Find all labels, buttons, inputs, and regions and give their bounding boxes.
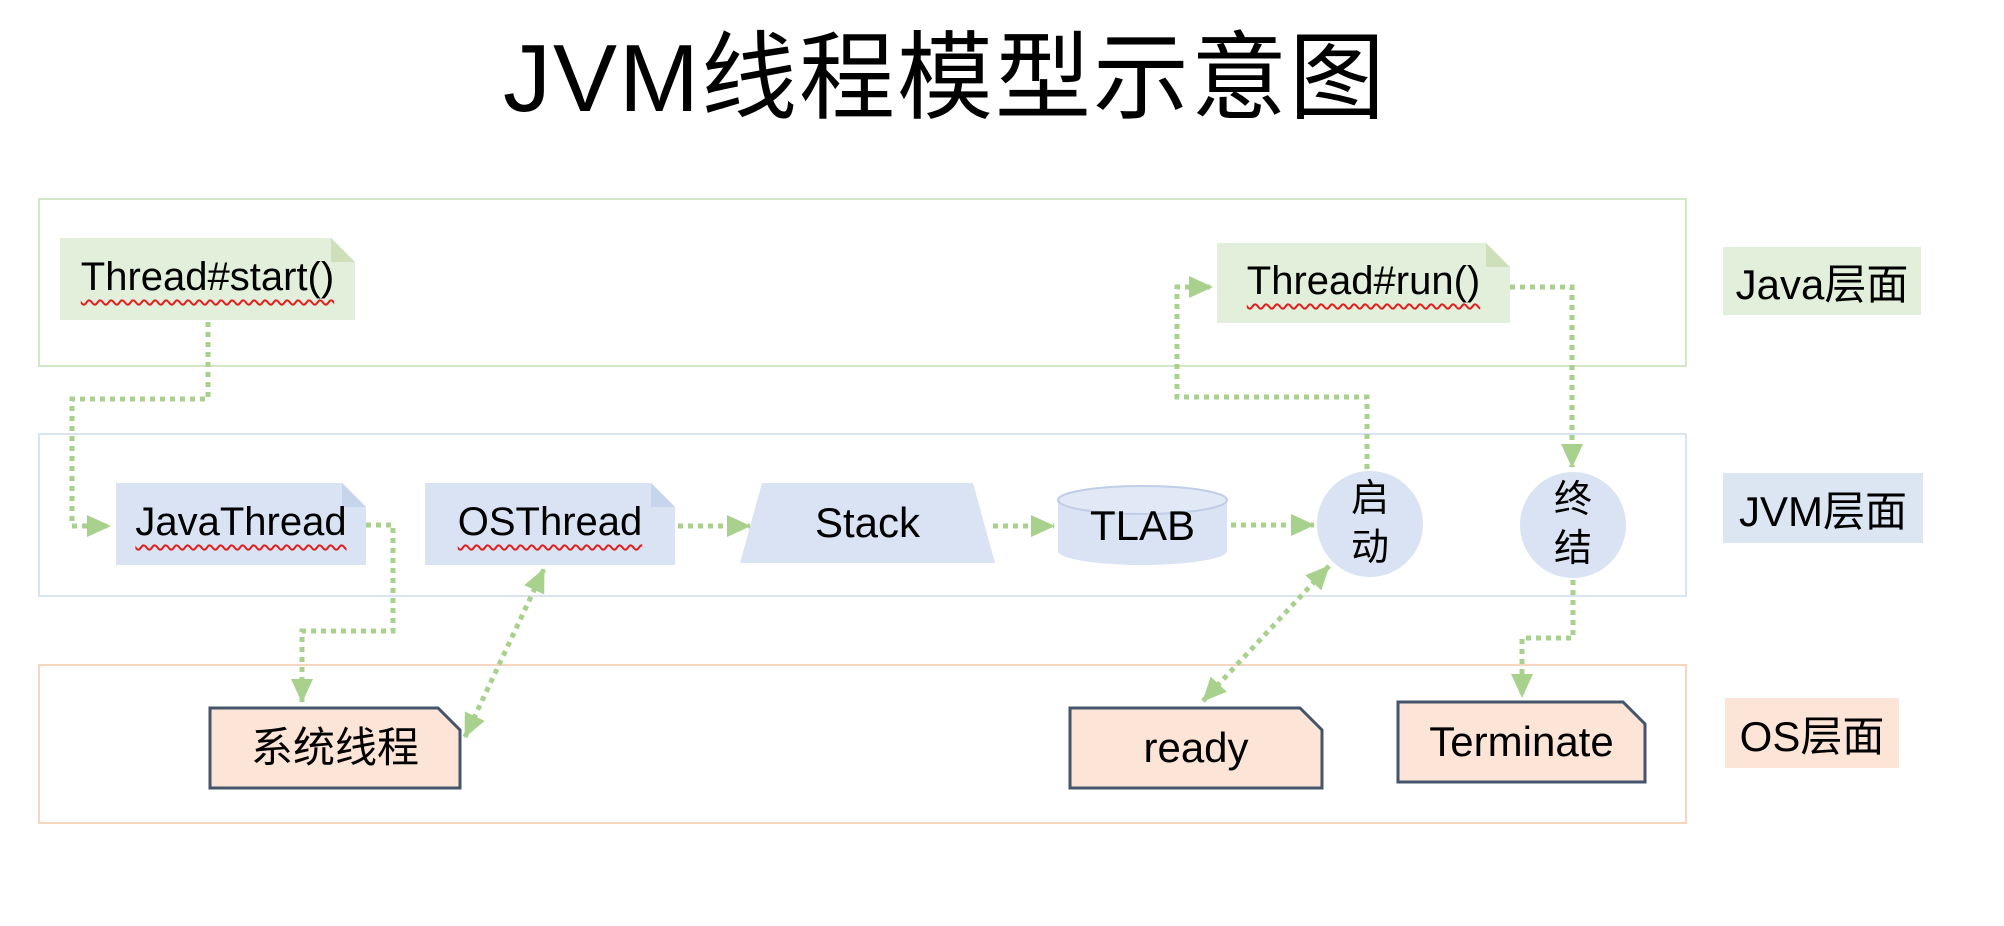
edge-qidong-to-threadrun [1174,276,1370,469]
layer-label-os: OS层面 [1725,698,1899,768]
ready-shape [1068,706,1324,790]
qidong-label: 启动 [1350,477,1389,569]
os-layer-band [38,664,1687,824]
thread-run-text: Thread#run() [1246,259,1481,303]
edge-threadstart-to-javathread [69,322,211,537]
thread-start-label: Thread#start() [60,236,355,318]
tlab-cylinder-shape [1057,485,1228,565]
terminate-shape [1396,700,1647,784]
zhongjie-circle-shape [1520,472,1626,578]
zhongjie-label: 终结 [1553,478,1592,570]
thread-run-shape [1217,243,1510,323]
java-layer-band [38,198,1687,367]
layer-label-java: Java层面 [1723,247,1921,315]
qidong-circle-shape [1317,471,1423,577]
systemthread-shape [208,706,462,790]
thread-run-label: Thread#run() [1217,241,1510,321]
edge-qidong-ready-bidirectional [1201,564,1331,703]
jvm-layer-band [38,433,1687,597]
thread-start-text: Thread#start() [80,255,335,299]
thread-start-shape [60,238,355,320]
systemthread-label: 系统线程 [250,723,419,771]
javathread-shape [116,483,366,565]
javathread-label: JavaThread [116,481,366,563]
layer-label-jvm: JVM层面 [1723,473,1923,543]
edge-zhongjie-to-terminate [1511,580,1576,698]
javathread-text: JavaThread [135,500,347,544]
osthread-shape [425,483,675,565]
osthread-text: OSThread [457,500,643,544]
edge-javathread-to-systemthread [291,522,396,703]
edge-threadrun-to-zhongjie [1510,284,1583,468]
ready-label: ready [1143,723,1249,771]
terminate-label: Terminate [1429,717,1614,765]
tlab-label: TLAB [1089,502,1196,550]
edge-systemthread-osthread-bidirectional [462,567,547,739]
osthread-label: OSThread [425,481,675,563]
stack-trapezoid-shape [740,483,995,563]
stack-label: Stack [814,498,921,546]
page-title: JVM线程模型示意图 [503,24,1387,132]
